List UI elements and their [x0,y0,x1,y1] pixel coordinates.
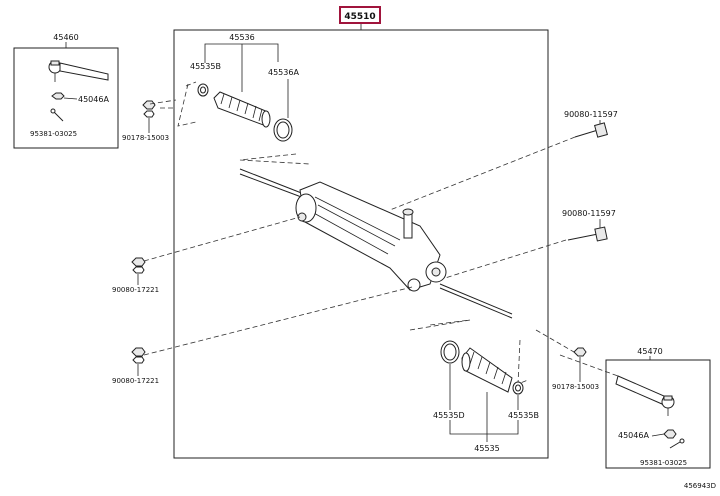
label-cotter-pin-right[interactable]: 95381-03025 [640,459,687,467]
label-boot-assembly-top[interactable]: 45536 [229,33,254,42]
lock-nut-right-part[interactable] [573,347,587,357]
clamp-bottom-part[interactable] [440,340,460,364]
label-bolt-lower-right[interactable]: 90080-11597 [562,209,616,218]
cotter-pin-right-part[interactable] [669,438,685,449]
label-clamp-top[interactable]: 45535B [190,62,221,71]
label-boot-assembly-bottom[interactable]: 45535 [474,444,499,453]
steering-rack-part[interactable] [239,168,513,319]
label-clip-top[interactable]: 45536A [268,68,299,77]
label-cotter-pin-left[interactable]: 95381-03025 [30,130,77,138]
tie-rod-end-right-part[interactable] [615,375,675,416]
clamp-top-part[interactable] [197,83,209,97]
label-lock-nut-right[interactable]: 90178-15003 [552,383,599,391]
boot-bottom-part[interactable] [461,347,513,393]
diagram-code: 456943D [684,482,716,490]
label-clip-bottom[interactable]: 45535B [508,411,539,420]
cotter-pin-left-part[interactable] [50,108,64,122]
bolt-upper-right-part[interactable] [574,122,608,138]
label-lock-nut-left[interactable]: 90178-15003 [122,134,169,142]
clip-bottom-part[interactable] [512,381,524,395]
label-nut-right[interactable]: 45046A [618,431,649,440]
label-nut-mount-upper[interactable]: 90080-17221 [112,286,159,294]
boot-top-part[interactable] [213,91,271,128]
lock-nut-left-part[interactable] [142,100,156,118]
label-tie-rod-end-right[interactable]: 45470 [637,347,662,356]
nut-left-part[interactable] [51,92,65,100]
clip-top-part[interactable] [273,118,293,142]
nut-mount-upper-part[interactable] [131,257,146,274]
highlight-box[interactable] [339,6,381,24]
nut-right-part[interactable] [663,429,677,439]
bolt-lower-right-part[interactable] [567,226,608,242]
label-main-assembly[interactable]: 45510 [344,12,375,22]
label-boot-clamp-bottom[interactable]: 45535D [433,411,465,420]
label-nut-left[interactable]: 45046A [78,95,109,104]
tie-rod-end-right-box [605,359,711,469]
label-bolt-upper-right[interactable]: 90080-11597 [564,110,618,119]
nut-mount-lower-part[interactable] [131,347,146,364]
label-nut-mount-lower[interactable]: 90080-17221 [112,377,159,385]
tie-rod-end-left-part[interactable] [48,60,109,82]
label-tie-rod-end-left[interactable]: 45460 [53,33,78,42]
